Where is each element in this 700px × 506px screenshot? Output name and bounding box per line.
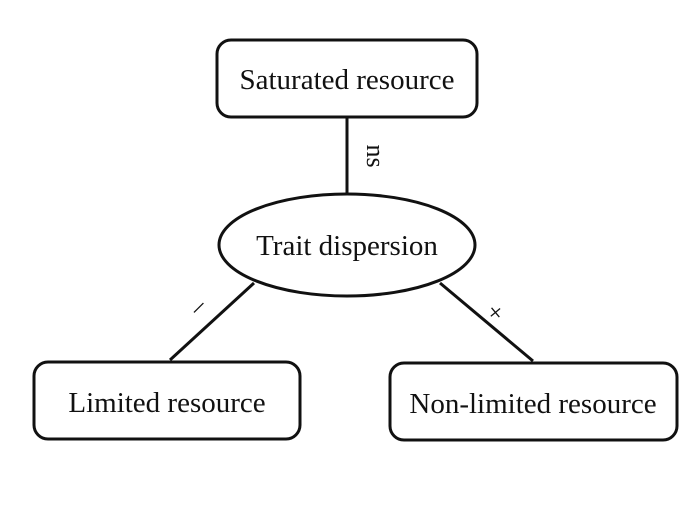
node-non-limited-resource: Non-limited resource bbox=[388, 361, 679, 442]
node-trait-dispersion: Trait dispersion bbox=[217, 192, 477, 298]
node-limited-resource: Limited resource bbox=[32, 360, 302, 441]
connector-trait-limited bbox=[168, 281, 256, 362]
edge-label-negative: – bbox=[181, 290, 212, 321]
node-limited-resource-box bbox=[32, 360, 302, 441]
connector-trait-nonlimited bbox=[439, 281, 534, 363]
node-saturated-resource: Saturated resource bbox=[215, 38, 479, 119]
node-non-limited-resource-label: Non-limited resource bbox=[409, 388, 656, 420]
node-trait-dispersion-label: Trait dispersion bbox=[256, 230, 438, 262]
node-non-limited-resource-box bbox=[388, 361, 679, 442]
node-saturated-resource-box bbox=[215, 38, 479, 119]
node-saturated-resource-label: Saturated resource bbox=[240, 64, 455, 96]
node-limited-resource-label: Limited resource bbox=[68, 387, 265, 419]
node-trait-dispersion-ellipse bbox=[217, 192, 477, 298]
edge-label-ns: ns bbox=[361, 144, 390, 167]
edge-label-positive: + bbox=[481, 297, 511, 329]
